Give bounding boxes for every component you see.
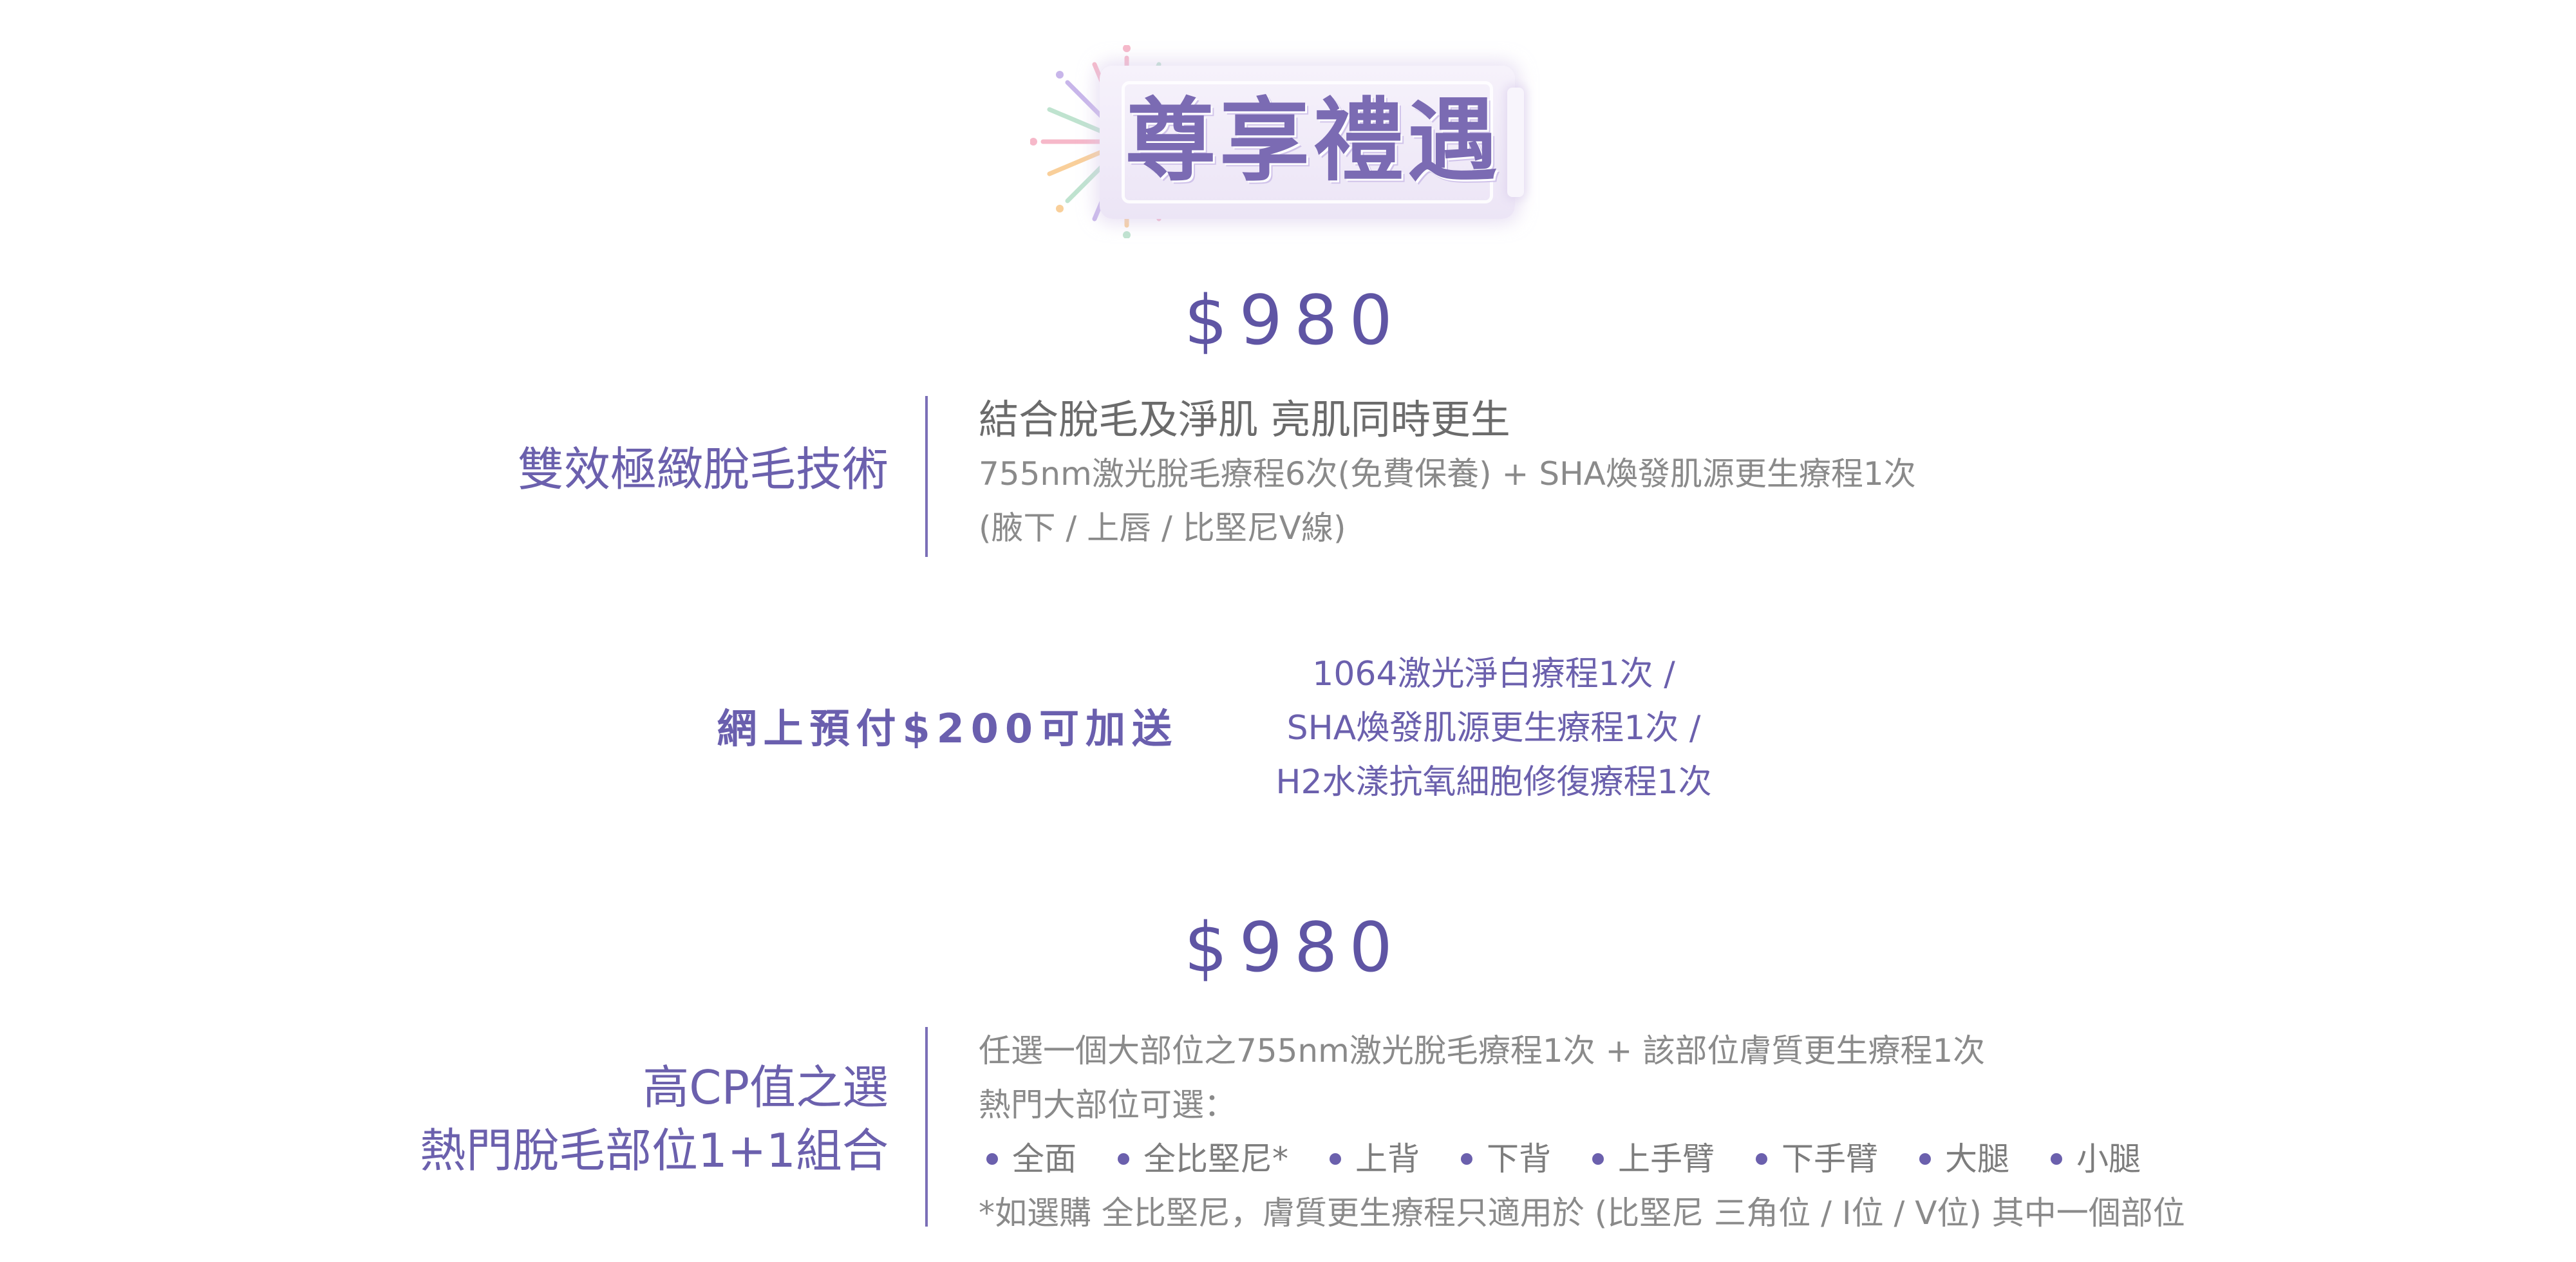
offer-2-price: $980 [1184,908,1404,987]
badge-plate [1100,66,1524,219]
body-part-item: 下背 [1453,1132,1551,1186]
body-part-list: 全面 全比堅尼* 上背 下背 上手臂 下手臂 大腿 小腿 [979,1132,2185,1186]
promo-item-1: 1064激光淨白療程1次 / [1312,655,1675,693]
body-part-label: 大腿 [1945,1140,2009,1178]
header-badge: 尊享禮遇 [1030,45,1532,238]
body-part-label: 下背 [1487,1140,1551,1178]
offer-2-title: 高CP值之選 熱門脫毛部位1+1組合 [373,1056,888,1182]
offer-1-divider [925,396,928,557]
offer-1-line-2: (腋下 / 上唇 / 比堅尼V線) [979,509,1346,547]
dot-icon [2051,1153,2062,1165]
offer-2-divider [925,1027,928,1227]
body-part-label: 全比堅尼* [1143,1140,1288,1178]
promo-item-2: SHA煥發肌源更生療程1次 / [1286,709,1701,748]
body-part-item: 全面 [979,1132,1076,1186]
body-part-label: 全面 [1012,1140,1076,1178]
dot-icon [986,1153,998,1165]
body-part-item: 小腿 [2043,1132,2141,1186]
body-part-label: 小腿 [2076,1140,2141,1178]
body-part-item: 下手臂 [1748,1132,1878,1186]
body-part-label: 上手臂 [1618,1140,1715,1178]
promo-label: 網上預付$200可加送 [717,705,1178,752]
body-part-item: 上背 [1322,1132,1420,1186]
offer-2-title-line-2: 熱門脫毛部位1+1組合 [420,1124,888,1178]
dot-icon [1461,1153,1472,1165]
promo-list: 1064激光淨白療程1次 / SHA煥發肌源更生療程1次 / H2水漾抗氧細胞修… [1236,647,1751,809]
dot-icon [1919,1153,1931,1165]
body-part-item: 全比堅尼* [1110,1132,1288,1186]
dot-icon [1118,1153,1129,1165]
dot-icon [1592,1153,1604,1165]
offer-2-line-1: 任選一個大部位之755nm激光脫毛療程1次 + 該部位膚質更生療程1次 [979,1032,1986,1069]
offer-1-headline: 結合脫毛及淨肌 亮肌同時更生 [979,396,1510,443]
offer-1-title: 雙效極緻脫毛技術 [517,442,888,496]
offer-2-line-2: 熱門大部位可選： [979,1086,1236,1124]
offer-1-price: $980 [1184,281,1404,360]
body-part-item: 上手臂 [1584,1132,1715,1186]
page-title: 尊享禮遇 [1125,89,1501,194]
body-part-label: 下手臂 [1782,1140,1878,1178]
body-part-label: 上背 [1355,1140,1420,1178]
dot-icon [1756,1153,1767,1165]
offer-1-details: 結合脫毛及淨肌 亮肌同時更生 755nm激光脫毛療程6次(免費保養) + SHA… [979,393,1916,555]
body-part-item: 大腿 [1912,1132,2009,1186]
offer-2-details: 任選一個大部位之755nm激光脫毛療程1次 + 該部位膚質更生療程1次 熱門大部… [979,1024,2185,1240]
promo-item-3: H2水漾抗氧細胞修復療程1次 [1275,763,1712,802]
offer-2-title-line-1: 高CP值之選 [643,1060,888,1115]
offer-1-line-1: 755nm激光脫毛療程6次(免費保養) + SHA煥發肌源更生療程1次 [979,455,1916,493]
offer-2-note: *如選購 全比堅尼，膚質更生療程只適用於 (比堅尼 三角位 / I位 / V位)… [979,1194,2185,1232]
dot-icon [1330,1153,1341,1165]
